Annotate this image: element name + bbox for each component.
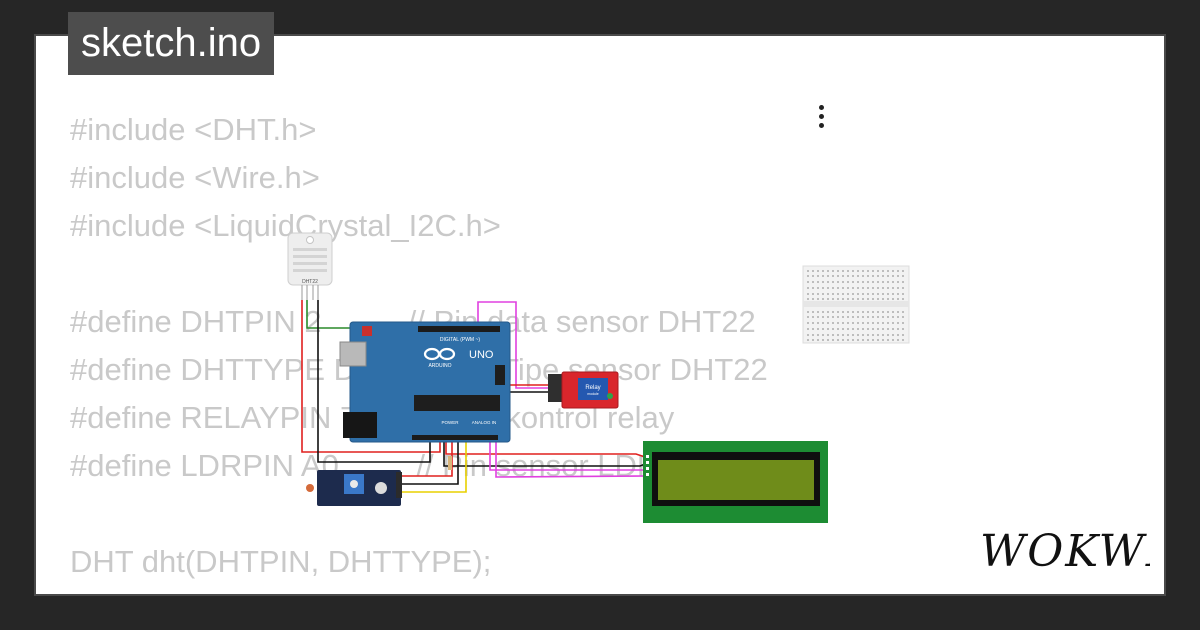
wokwi-logo: WOKWI [980, 526, 1150, 576]
code-line: #define DHTTYPE DHT22 // Tipe sensor DHT… [70, 352, 768, 387]
code-line: DHT dht(DHTPIN, DHTTYPE); [70, 544, 492, 579]
file-name-tab: sketch.ino [68, 12, 275, 75]
code-line [70, 490, 1131, 538]
code-line: LiquidCrystal_I2C lcd(0x27, 16, 2); // A… [70, 586, 1131, 594]
more-vertical-icon[interactable] [814, 105, 828, 131]
preview-card: #include <DHT.h> #include <Wire.h> #includ… [34, 34, 1166, 596]
code-line: #define DHTPIN 2 // Pin data sensor DHT2… [70, 304, 756, 339]
code-line: #define RELAYPIN 7 // Pin kontrol relay [70, 400, 675, 435]
code-line: #include <DHT.h> [70, 112, 317, 147]
code-line: #include <LiquidCrystal_I2C.h> [70, 208, 501, 243]
code-line: #define LDRPIN A0 // Pin sensor LDR [70, 448, 660, 483]
brand-logo-text: WOKWI [980, 526, 1150, 576]
code-listing: #include <DHT.h> #include <Wire.h> #includ… [70, 106, 1131, 594]
code-line: #include <Wire.h> [70, 160, 320, 195]
code-line [70, 250, 1131, 298]
